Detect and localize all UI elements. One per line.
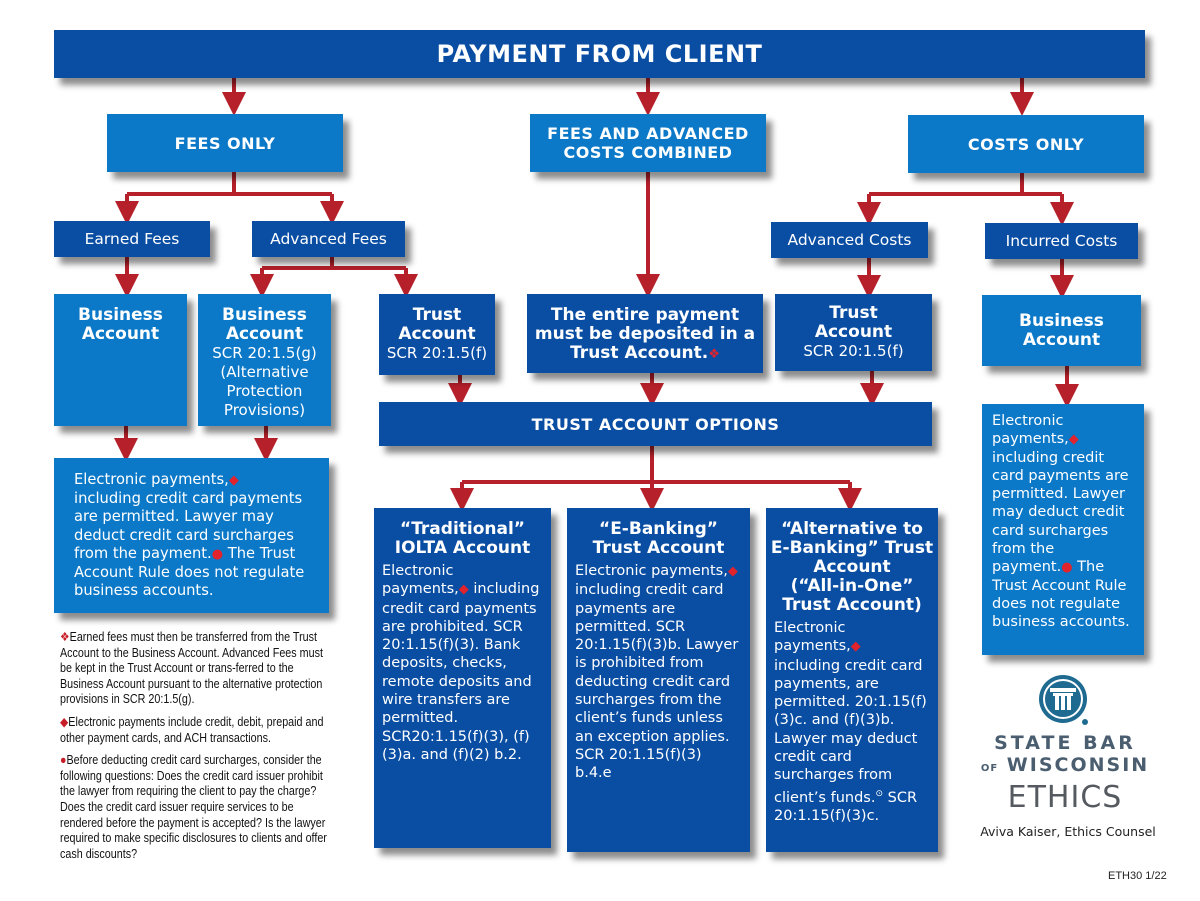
iolta-text2: including credit card payments are prohi… (382, 581, 540, 763)
trust-account-1-rule: SCR 20:1.5(f) (386, 344, 488, 362)
business-account-2-rule: SCR 20:1.5(g) (212, 344, 317, 362)
business-account-3-line2: Account (1022, 329, 1101, 350)
alternative-title-line1: “Alternative to (781, 519, 923, 539)
advanced-fees-box: Advanced Fees (252, 221, 405, 257)
business-account-2-note2: Protection (226, 382, 303, 400)
header-title: PAYMENT FROM CLIENT (436, 40, 763, 68)
business-account-1-line2: Account (81, 324, 160, 344)
document-code: ETH30 1/22 (1108, 870, 1167, 882)
alternative-title-line2: E-Banking” Trust (770, 538, 934, 558)
dot-icon: ● (60, 753, 67, 768)
quad-diamond-icon: ❖ (708, 347, 720, 362)
business-account-3-line1: Business (1019, 310, 1104, 331)
dot-icon: ● (1061, 559, 1073, 575)
earned-fees-label: Earned Fees (84, 230, 180, 248)
alternative-text3: SCR 20:1.15(f)(3)c. (774, 789, 918, 824)
ebanking-text2: including credit card payments are permi… (575, 582, 739, 782)
ebanking-title-line2: Trust Account (592, 538, 725, 558)
business-account-box-3: Business Account (982, 295, 1141, 366)
trust-account-options-label: TRUST ACCOUNT OPTIONS (531, 414, 780, 434)
option-traditional-iolta: “Traditional” IOLTA Account Electronic p… (374, 508, 551, 848)
diamond-icon: ◆ (1068, 432, 1079, 448)
footnote-2-text: Electronic payments include credit, debi… (60, 714, 324, 745)
incurred-costs-label: Incurred Costs (1005, 232, 1118, 250)
business-account-1-line1: Business (78, 305, 163, 325)
trust-account-2-rule: SCR 20:1.5(f) (803, 342, 904, 360)
footnotes: ❖Earned fees must then be transferred fr… (60, 630, 335, 869)
diamond-icon: ◆ (727, 564, 738, 579)
entire-payment-line3: Trust Account. (570, 343, 709, 363)
payment-from-client-header: PAYMENT FROM CLIENT (54, 30, 1145, 78)
trust-account-1-line2: Account (398, 324, 476, 344)
business-account-2-line2: Account (225, 324, 304, 344)
option-alternative-all-in-one: “Alternative to E-Banking” Trust Account… (766, 508, 938, 852)
brand-line1: STATE BAR (994, 732, 1136, 754)
incurred-costs-box: Incurred Costs (985, 223, 1138, 259)
alternative-text2: including credit card payments, are perm… (774, 657, 927, 806)
entire-payment-box: The entire payment must be deposited in … (527, 294, 763, 373)
advanced-costs-label: Advanced Costs (787, 231, 912, 249)
combined-label-line2: COSTS COMBINED (563, 143, 733, 162)
quad-diamond-icon: ❖ (60, 630, 70, 644)
diamond-icon: ◆ (60, 714, 69, 729)
business-info-box-left: Electronic payments,◆ including credit c… (54, 458, 329, 613)
entire-payment-line2: must be deposited in a (534, 324, 756, 344)
footnote-3-text: Before deducting credit card surcharges,… (60, 753, 327, 861)
dot-icon: ● (211, 546, 224, 562)
footnote-dot: ●Before deducting credit card surcharges… (60, 753, 335, 862)
trust-account-2-line2: Account (814, 322, 893, 342)
business-info-right-text2: including credit card payments are permi… (992, 450, 1129, 575)
alternative-title-line4: (“All-in-One” (790, 576, 914, 596)
trust-account-box-2: Trust Account SCR 20:1.5(f) (775, 294, 932, 371)
advanced-fees-label: Advanced Fees (270, 230, 387, 248)
business-info-left-text2: including credit card payments are permi… (74, 490, 303, 562)
option-ebanking-trust: “E-Banking” Trust Account Electronic pay… (567, 508, 750, 852)
alternative-title-line3: Account (813, 557, 891, 577)
alternative-text1: Electronic payments, (774, 620, 851, 655)
business-account-2-note1: (Alternative (220, 363, 309, 381)
business-account-2-line1: Business (222, 305, 307, 325)
combined-label-line1: FEES AND ADVANCED (547, 124, 749, 143)
fees-only-box: FEES ONLY (107, 114, 343, 172)
business-info-box-right: Electronic payments,◆ including credit c… (982, 404, 1144, 655)
fees-and-costs-combined-box: FEES AND ADVANCED COSTS COMBINED (530, 114, 766, 172)
fees-only-label: FEES ONLY (174, 133, 276, 153)
diamond-icon: ◆ (458, 582, 469, 598)
iolta-text1: Electronic payments, (382, 563, 459, 598)
business-info-right-text1: Electronic payments, (992, 413, 1069, 448)
costs-only-box: COSTS ONLY (908, 115, 1144, 173)
business-account-box-2: Business Account SCR 20:1.5(g) (Alternat… (198, 294, 331, 426)
entire-payment-line1: The entire payment (550, 305, 740, 325)
iolta-title-line2: IOLTA Account (394, 538, 531, 558)
ebanking-text1: Electronic payments, (575, 563, 728, 579)
business-account-box-1: Business Account (54, 294, 187, 426)
costs-only-label: COSTS ONLY (967, 134, 1085, 154)
business-info-right-text3: The Trust Account Rule does not regulate… (992, 558, 1130, 631)
brand-line2-prefix: OF (980, 763, 999, 774)
footnote-1-text: Earned fees must then be transferred fro… (60, 630, 323, 707)
footnote-quad-diamond: ❖Earned fees must then be transferred fr… (60, 630, 335, 708)
trust-account-box-1: Trust Account SCR 20:1.5(f) (379, 294, 495, 375)
state-bar-logo: STATE BAR OF WISCONSIN ETHICS (975, 672, 1155, 815)
earned-fees-box: Earned Fees (54, 221, 210, 257)
advanced-costs-box: Advanced Costs (771, 222, 928, 258)
footnote-diamond: ◆Electronic payments include credit, deb… (60, 715, 335, 746)
trust-account-1-line1: Trust (412, 305, 462, 325)
ebanking-title-line1: “E-Banking” (599, 519, 718, 539)
alternative-title-line5: Trust Account) (782, 595, 922, 615)
diamond-icon: ◆ (228, 473, 239, 488)
trust-account-2-line1: Trust (829, 303, 878, 323)
business-info-left-text1: Electronic payments, (74, 471, 229, 488)
brand-line2: WISCONSIN (1006, 754, 1150, 776)
column-emblem-icon (1039, 675, 1088, 725)
iolta-title-line1: “Traditional” (400, 519, 525, 539)
business-account-2-note3: Provisions) (223, 401, 306, 419)
diamond-icon: ◆ (850, 639, 861, 655)
ethics-counsel: Aviva Kaiser, Ethics Counsel (980, 824, 1156, 839)
trust-account-options-box: TRUST ACCOUNT OPTIONS (379, 402, 932, 446)
business-info-left-text3: The Trust Account Rule does not regulate… (74, 544, 305, 600)
ethics-label: ETHICS (1007, 780, 1123, 815)
